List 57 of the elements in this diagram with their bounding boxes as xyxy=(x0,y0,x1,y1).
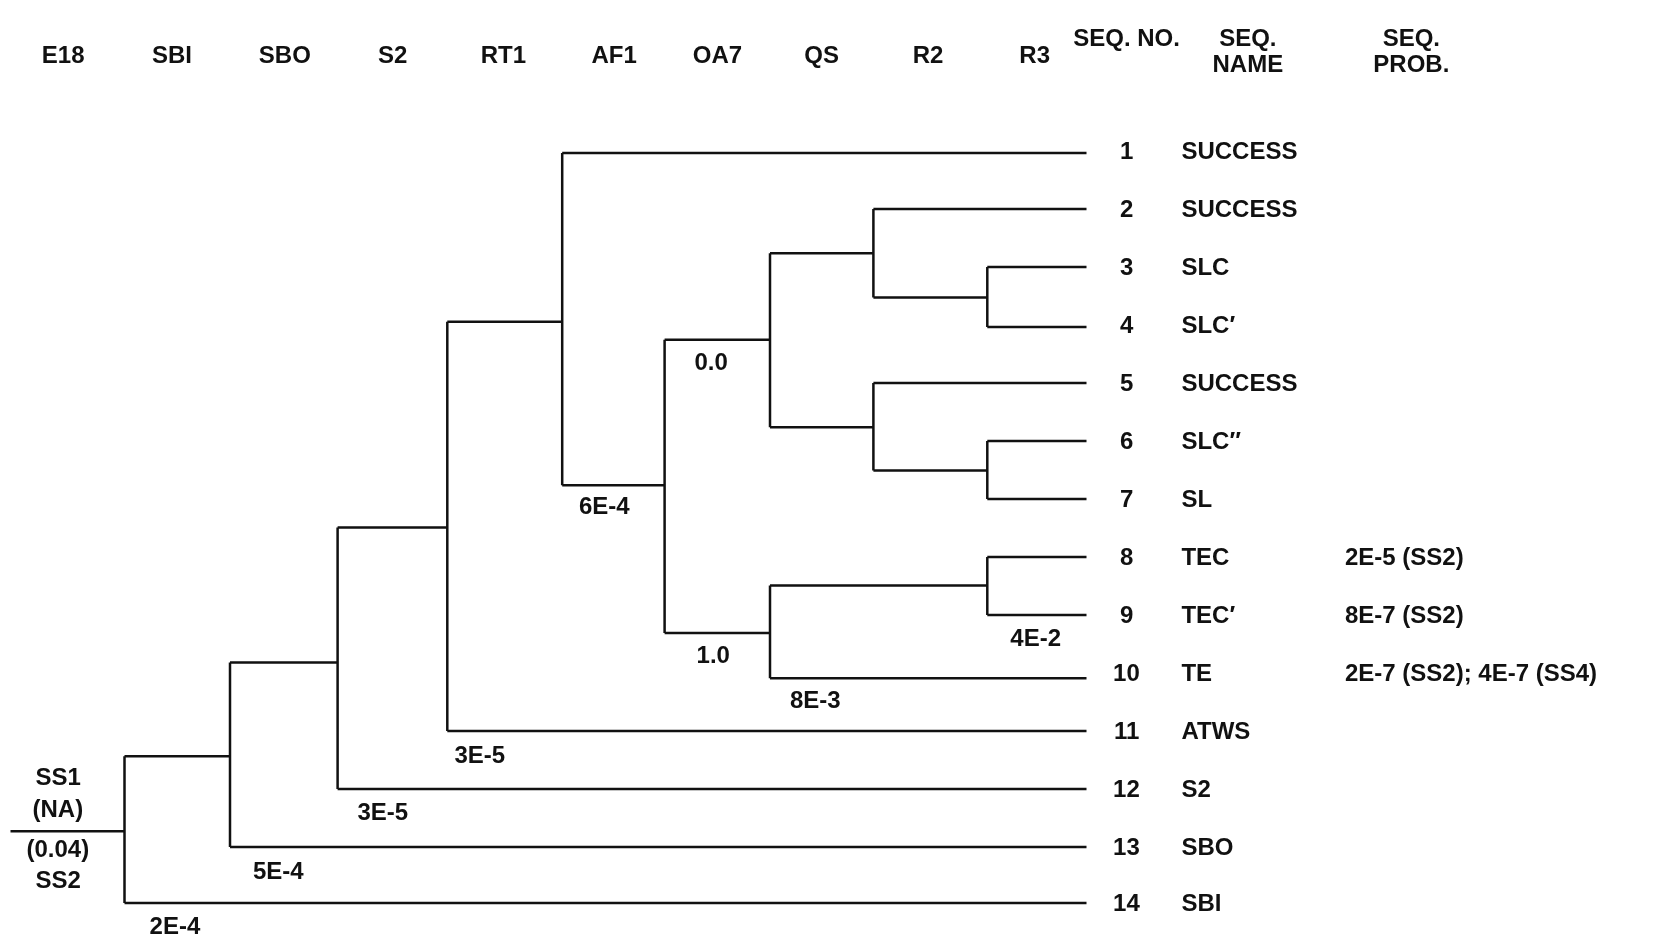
column-heading: SEQ. NAME xyxy=(1211,24,1285,77)
initiating-event-label: (NA) xyxy=(32,796,84,823)
sequence-number: 13 xyxy=(1113,834,1140,861)
sequence-name: TEC xyxy=(1181,543,1230,570)
column-heading: AF1 xyxy=(591,41,637,68)
sequence-name: SLC″ xyxy=(1181,427,1241,454)
sequence-number: 11 xyxy=(1114,718,1140,744)
sequence-name: TE xyxy=(1181,660,1213,686)
column-heading: SBO xyxy=(258,41,311,68)
sequence-name: SL xyxy=(1181,485,1213,512)
initiating-event-label: SS2 xyxy=(35,866,81,893)
sequence-number: 1 xyxy=(1120,137,1134,164)
sequence-number: 3 xyxy=(1120,253,1134,280)
branch-probability: 4E-2 xyxy=(1010,625,1062,652)
column-heading: R2 xyxy=(912,41,944,68)
sequence-name: SBI xyxy=(1181,889,1222,916)
column-heading: E18 xyxy=(41,41,85,68)
sequence-number: 5 xyxy=(1120,369,1134,396)
sequence-name: S2 xyxy=(1181,776,1211,802)
initiating-event-label: SS1 xyxy=(35,764,81,791)
branch-probability: 5E-4 xyxy=(252,858,304,885)
sequence-name: SBO xyxy=(1181,834,1234,861)
column-heading: OA7 xyxy=(692,41,743,68)
sequence-name: SUCCESS xyxy=(1181,369,1298,396)
branch-probability: 1.0 xyxy=(696,642,730,669)
branch-probability: 6E-4 xyxy=(578,493,630,520)
sequence-number: 2 xyxy=(1120,195,1134,222)
sequence-name: TEC′ xyxy=(1181,601,1236,628)
column-heading: S2 xyxy=(377,41,408,68)
branch-probability: 2E-4 xyxy=(149,913,201,940)
branch-probability: 8E-3 xyxy=(789,687,841,714)
sequence-number: 6 xyxy=(1120,427,1134,454)
sequence-number: 14 xyxy=(1113,889,1140,916)
sequence-name: ATWS xyxy=(1181,718,1251,744)
column-heading: RT1 xyxy=(480,41,526,68)
column-heading: R3 xyxy=(1019,41,1050,68)
sequence-probability: 2E-5 (SS2) xyxy=(1344,543,1464,570)
branch-probability: 3E-5 xyxy=(357,799,409,826)
sequence-probability: 2E-7 (SS2); 4E-7 (SS4) xyxy=(1344,660,1597,686)
sequence-name: SLC′ xyxy=(1181,311,1236,338)
sequence-number: 4 xyxy=(1120,311,1134,338)
column-heading: QS xyxy=(804,41,839,68)
sequence-number: 12 xyxy=(1113,776,1140,802)
branch-probability: 3E-5 xyxy=(454,742,506,769)
sequence-number: 10 xyxy=(1113,660,1140,686)
sequence-number: 8 xyxy=(1120,543,1134,570)
column-heading: SEQ. PROB. xyxy=(1372,24,1451,77)
sequence-number: 9 xyxy=(1120,601,1134,628)
sequence-name: SLC xyxy=(1181,253,1230,280)
branch-probability: 0.0 xyxy=(694,348,728,375)
sequence-number: 7 xyxy=(1120,485,1134,512)
initiating-event-label: (0.04) xyxy=(26,836,90,863)
sequence-probability: 8E-7 (SS2) xyxy=(1344,601,1464,628)
sequence-name: SUCCESS xyxy=(1181,195,1298,222)
sequence-name: SUCCESS xyxy=(1181,137,1298,164)
column-heading: SEQ. NO. xyxy=(1072,24,1181,51)
column-heading: SBI xyxy=(151,41,192,68)
